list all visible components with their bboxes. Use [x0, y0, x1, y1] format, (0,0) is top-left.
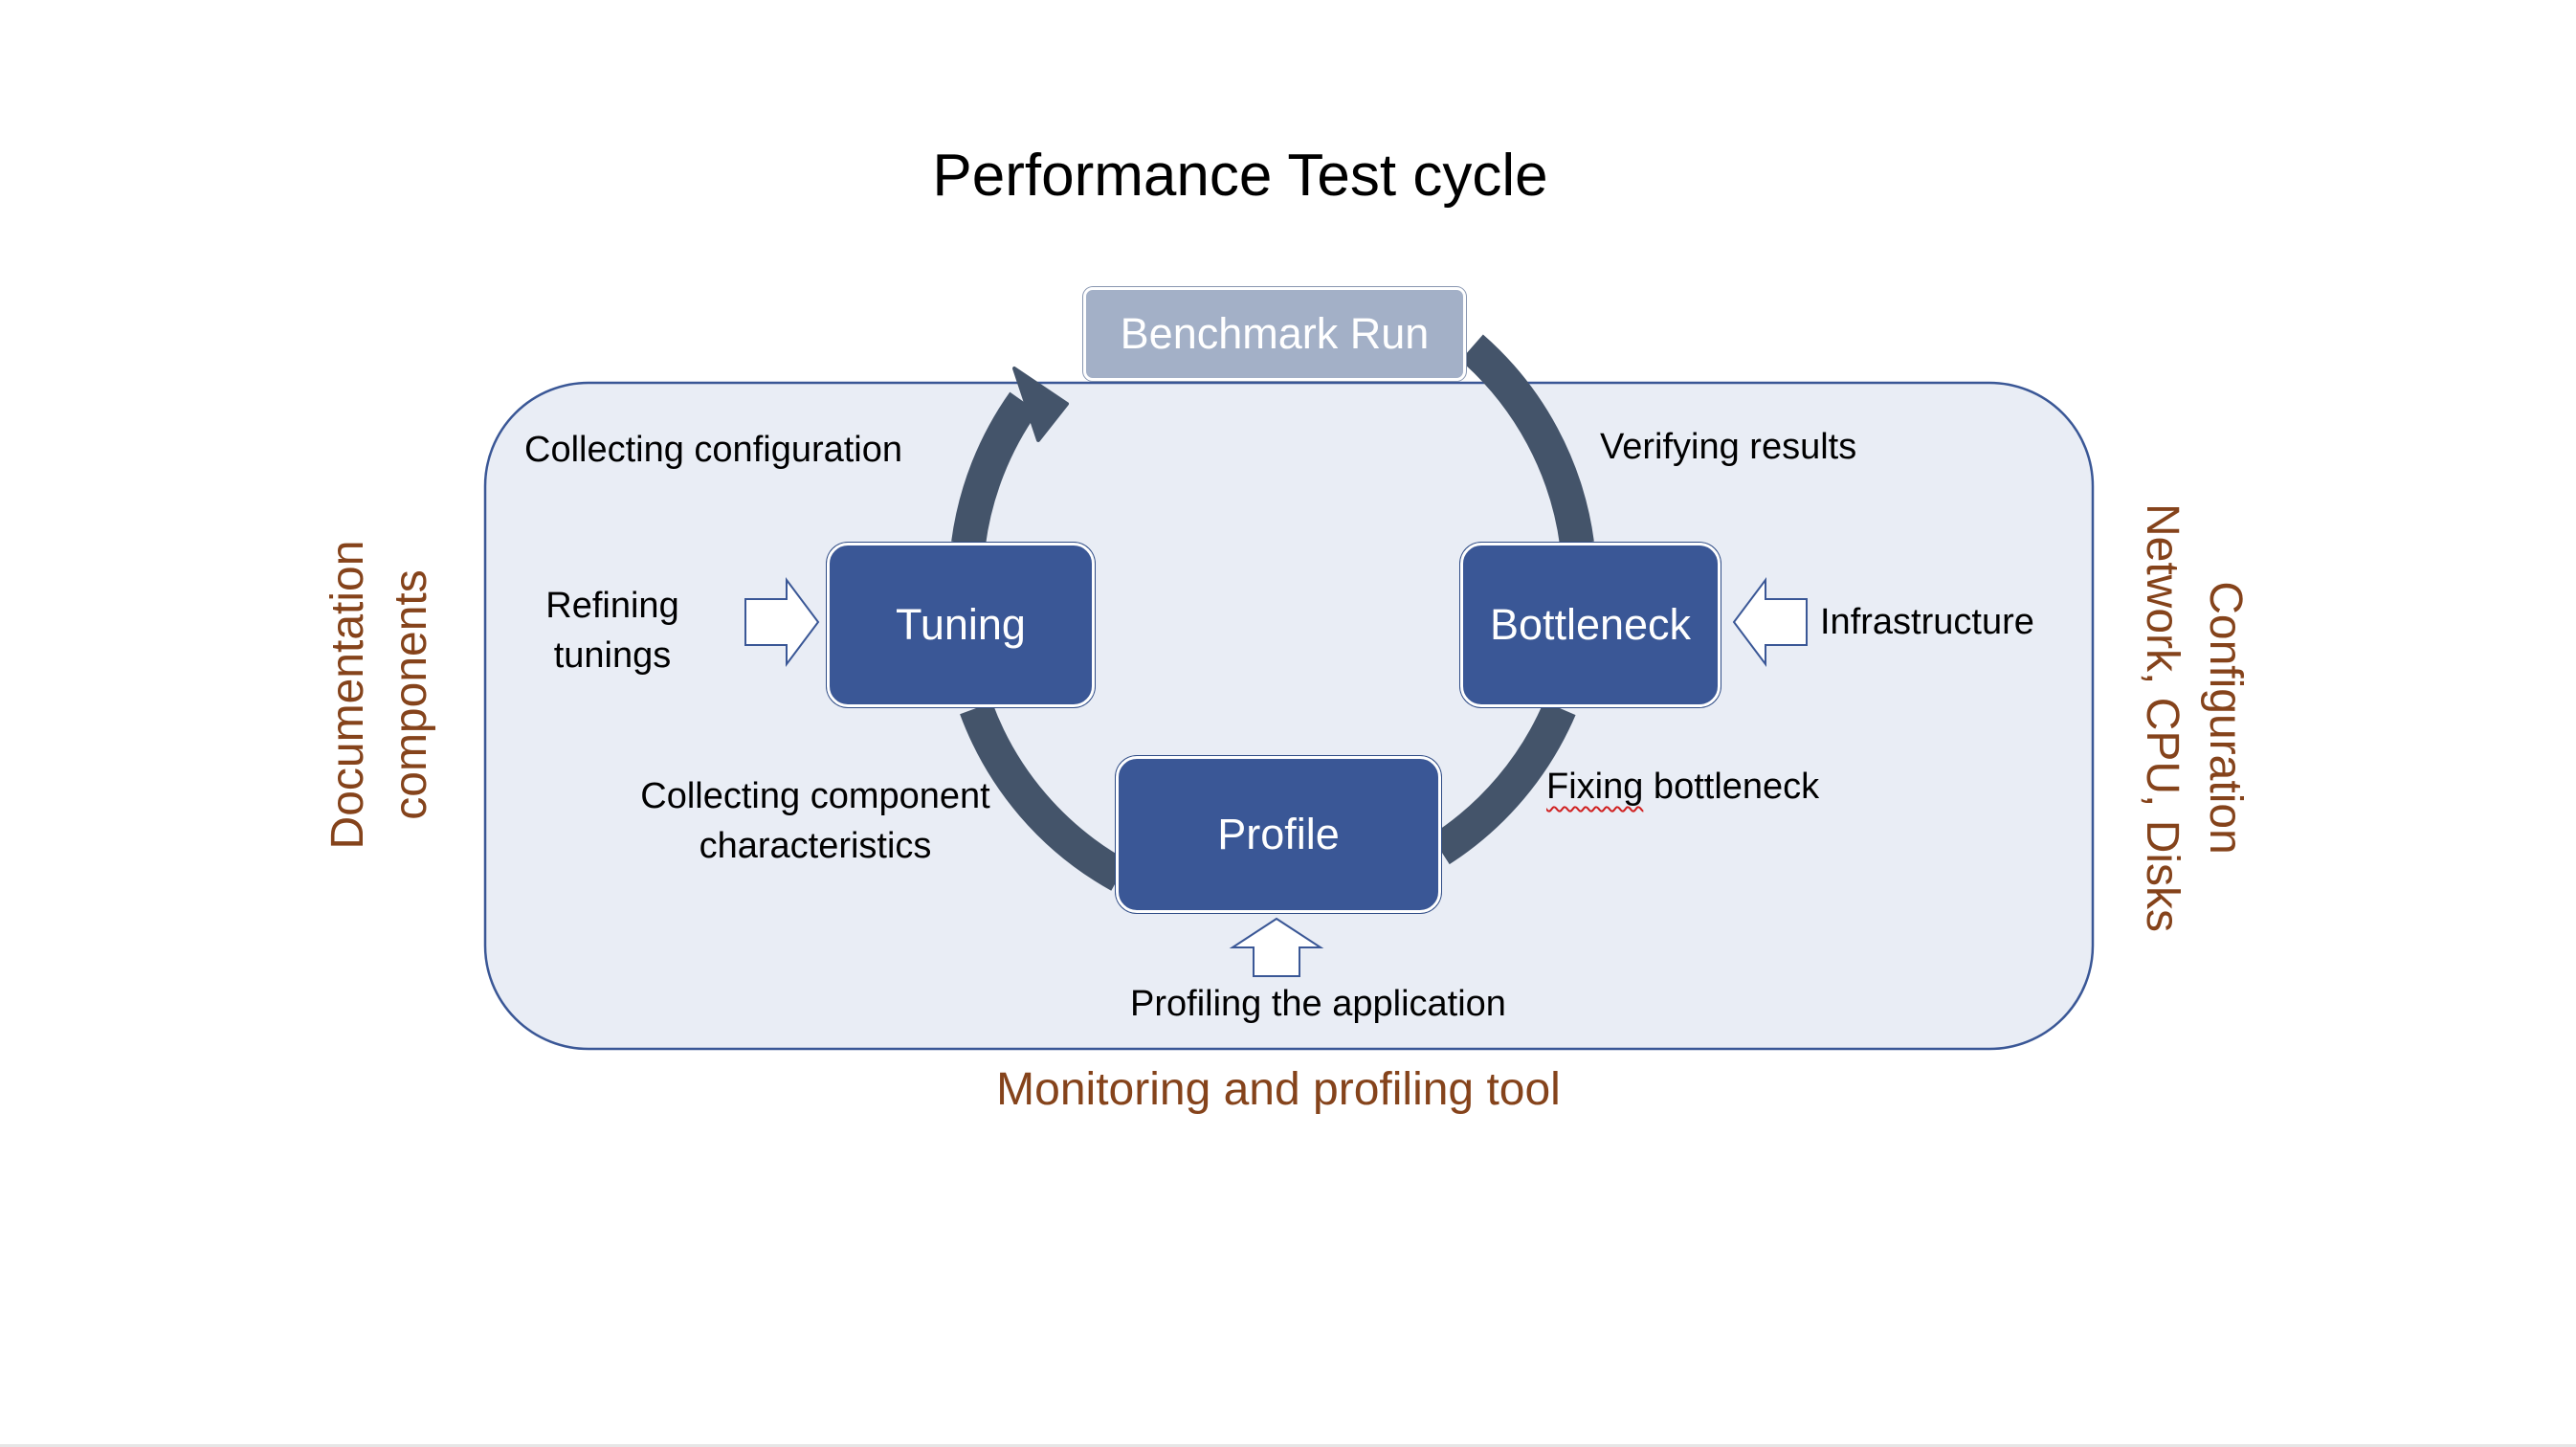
cycle-arrowhead-icon — [1012, 367, 1069, 442]
label-collecting-configuration: Collecting configuration — [524, 430, 903, 470]
node-tuning-label: Tuning — [896, 600, 1026, 649]
cycle-arc-profile-tuning — [960, 701, 1128, 891]
block-arrow-left-icon — [1732, 577, 1808, 667]
label-bottleneck-word: bottleneck — [1643, 767, 1820, 807]
side-label-monitoring: Monitoring and profiling tool — [996, 1064, 1561, 1115]
side-label-configuration-line2: Network, CPU, Disks — [2137, 502, 2187, 933]
block-arrow-right-icon — [744, 577, 820, 667]
label-collecting-component-line2: characteristics — [699, 826, 932, 866]
cycle-arrow-icon — [951, 334, 1594, 891]
label-infrastructure: Infrastructure — [1820, 602, 2034, 642]
label-refining-line1: Refining — [545, 586, 679, 626]
cycle-arc-tuning-benchmark — [951, 391, 1038, 546]
label-collecting-component-line1: Collecting component — [640, 776, 990, 816]
cycle-arc-bottleneck-profile — [1431, 701, 1576, 865]
side-label-documentation-line2: components — [386, 569, 436, 820]
node-bottleneck: Bottleneck — [1460, 543, 1721, 707]
diagram-title: Performance Test cycle — [932, 143, 1548, 209]
label-collecting-component: Collecting component characteristics — [624, 771, 1007, 871]
label-refining-line2: tunings — [553, 635, 672, 676]
label-refining-tunings: Refining tunings — [517, 581, 708, 680]
node-tuning: Tuning — [827, 543, 1095, 707]
side-label-configuration-line1: Configuration — [2200, 581, 2251, 855]
label-fixing-bottleneck: Fixing bottleneck — [1546, 762, 1819, 812]
label-profiling-application: Profiling the application — [1130, 984, 1506, 1024]
node-bottleneck-label: Bottleneck — [1489, 600, 1692, 649]
label-verifying-results: Verifying results — [1600, 427, 1857, 467]
node-benchmark-run-label: Benchmark Run — [1120, 309, 1430, 358]
node-benchmark-run: Benchmark Run — [1083, 287, 1466, 381]
node-profile-label: Profile — [1217, 810, 1340, 858]
side-label-documentation: Documentation components — [317, 523, 443, 867]
side-label-configuration: Configuration Network, CPU, Disks — [2130, 469, 2256, 967]
node-profile: Profile — [1116, 756, 1441, 913]
block-arrow-up-icon — [1229, 917, 1324, 977]
slide-bottom-border — [0, 1444, 2576, 1447]
label-fixing-word: Fixing — [1546, 767, 1644, 807]
side-label-documentation-line1: Documentation — [322, 540, 373, 850]
cycle-arc-benchmark-bottleneck — [1460, 334, 1594, 546]
